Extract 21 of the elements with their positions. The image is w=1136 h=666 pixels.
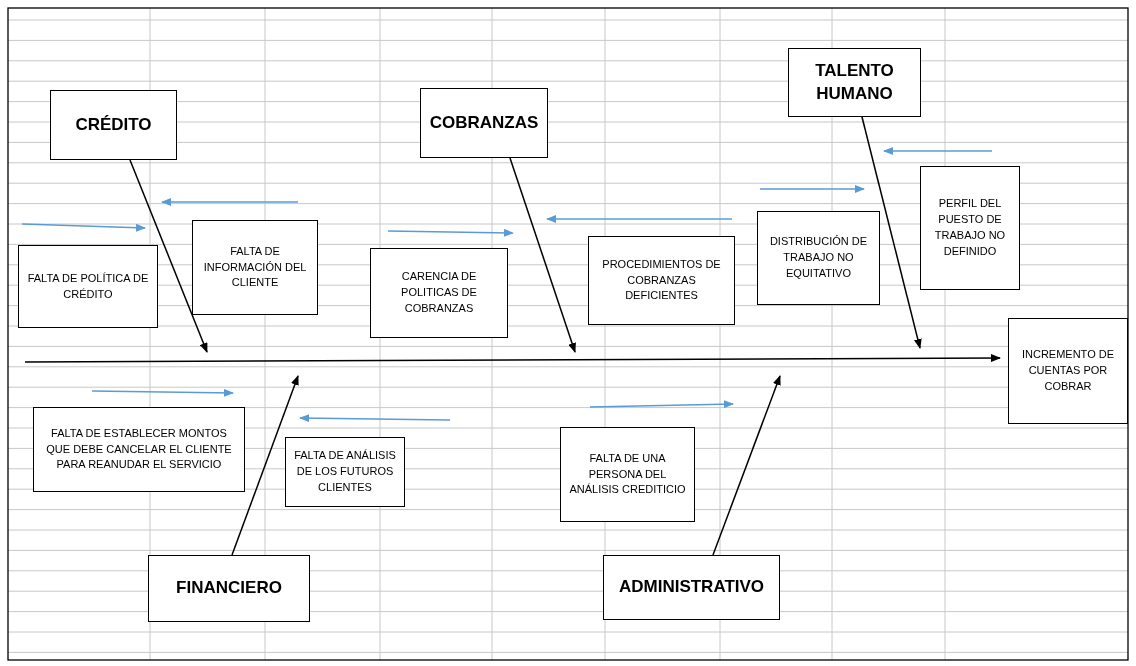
cause-box: PROCEDIMIENTOS DE COBRANZAS DEFICIENTES <box>588 236 735 325</box>
arrow <box>712 375 781 556</box>
cause-box: FALTA DE INFORMACIÓN DEL CLIENTE <box>192 220 318 315</box>
arrow <box>231 375 299 556</box>
cause-box: FALTA DE ESTABLECER MONTOS QUE DEBE CANCELAR EL CLIENTE PARA REANUDAR EL SERVICIO <box>33 407 245 492</box>
arrow <box>24 354 1001 363</box>
arrow <box>509 157 576 353</box>
category-box: ADMINISTRATIVO <box>603 555 780 620</box>
category-box: COBRANZAS <box>420 88 548 158</box>
cause-box: CARENCIA DE POLITICAS DE COBRANZAS <box>370 248 508 338</box>
effect-box: INCREMENTO DE CUENTAS POR COBRAR <box>1008 318 1128 424</box>
category-box: TALENTO HUMANO <box>788 48 921 117</box>
cause-box: FALTA DE UNA PERSONA DEL ANÁLISIS CREDITICIO <box>560 427 695 522</box>
cause-box: FALTA DE ANÁLISIS DE LOS FUTUROS CLIENTES <box>285 437 405 507</box>
arrow <box>861 116 922 349</box>
arrow <box>129 159 208 353</box>
cause-box: DISTRIBUCIÓN DE TRABAJO NO EQUITATIVO <box>757 211 880 305</box>
cause-box: PERFIL DEL PUESTO DE TRABAJO NO DEFINIDO <box>920 166 1020 290</box>
category-box: CRÉDITO <box>50 90 177 160</box>
cause-box: FALTA DE POLÍTICA DE CRÉDITO <box>18 245 158 328</box>
category-box: FINANCIERO <box>148 555 310 622</box>
